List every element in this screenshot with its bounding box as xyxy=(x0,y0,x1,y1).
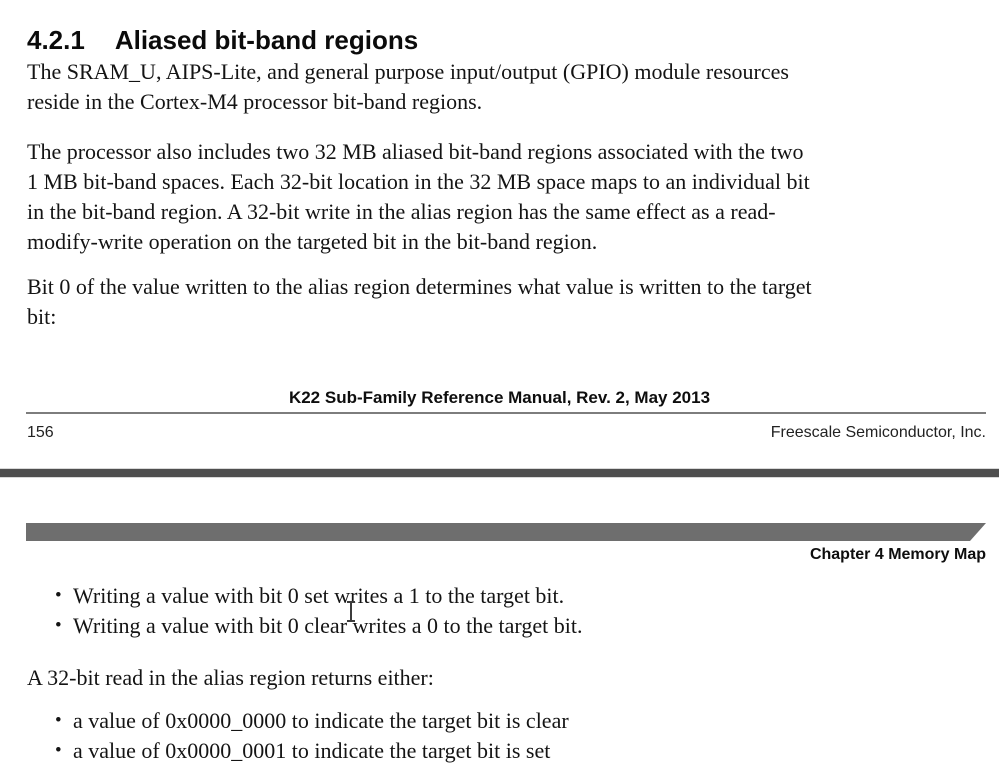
page-separator-bar xyxy=(0,468,999,478)
write-bullet-list: • Writing a value with bit 0 set writes … xyxy=(55,581,985,641)
write-bullet-clear: Writing a value with bit 0 clear writes … xyxy=(73,613,583,638)
list-item: • Writing a value with bit 0 set writes … xyxy=(55,581,985,611)
bullet-icon: • xyxy=(55,615,62,636)
bullet-icon: • xyxy=(55,585,62,606)
section-title: Aliased bit-band regions xyxy=(114,25,419,56)
paragraph-read-intro: A 32-bit read in the alias region return… xyxy=(27,665,434,690)
list-item: • Writing a value with bit 0 clear write… xyxy=(55,611,985,641)
read-bullet-clear: a value of 0x0000_0000 to indicate the t… xyxy=(73,708,569,733)
paragraph-sram-gpio: The SRAM_U, AIPS-Lite, and general purpo… xyxy=(27,59,789,114)
bullet-icon: • xyxy=(55,710,62,731)
read-bullet-set: a value of 0x0000_0001 to indicate the t… xyxy=(73,738,551,763)
text-cursor-ibeam-icon xyxy=(346,601,356,622)
footer-page-number: 156 xyxy=(27,424,54,441)
list-item: • a value of 0x0000_0001 to indicate the… xyxy=(55,736,985,766)
chapter-header-bar xyxy=(26,523,986,541)
section-number: 4.2.1 xyxy=(27,25,85,56)
paragraph-aliased-regions: The processor also includes two 32 MB al… xyxy=(27,139,810,254)
section-heading: 4.2.1 Aliased bit-band regions xyxy=(27,25,418,55)
read-bullet-list: • a value of 0x0000_0000 to indicate the… xyxy=(55,706,985,766)
chapter-heading: Chapter 4 Memory Map xyxy=(809,546,986,563)
footer-publisher: Freescale Semiconductor, Inc. xyxy=(770,424,986,441)
footer-manual-title: K22 Sub-Family Reference Manual, Rev. 2,… xyxy=(288,388,711,407)
paragraph-bit0-intro: Bit 0 of the value written to the alias … xyxy=(27,274,812,329)
footer-rule xyxy=(26,412,986,414)
bullet-icon: • xyxy=(55,740,62,761)
list-item: • a value of 0x0000_0000 to indicate the… xyxy=(55,706,985,736)
write-bullet-set: Writing a value with bit 0 set writes a … xyxy=(73,583,565,608)
